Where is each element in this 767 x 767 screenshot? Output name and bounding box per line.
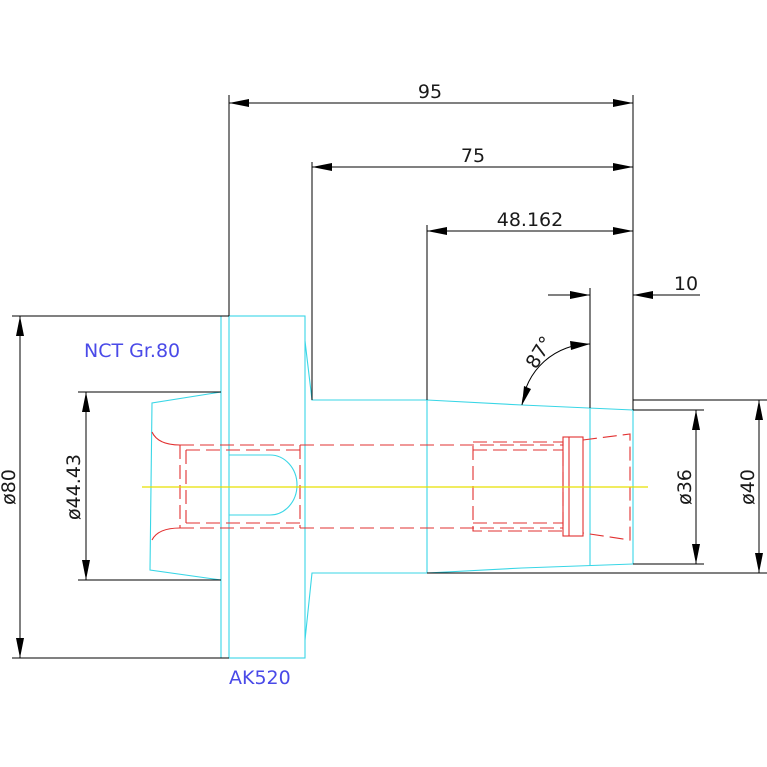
dim-text-dia-40: ø40 <box>737 469 759 505</box>
bore-left-bottom-curve <box>151 527 181 541</box>
arrow-75-left <box>312 163 332 171</box>
dim-text-dia-44: ø44.43 <box>63 454 85 520</box>
neck-upper-step <box>304 340 427 401</box>
dim-text-75: 75 <box>461 145 485 167</box>
dim-text-95: 95 <box>418 81 442 103</box>
arrow-75-right <box>613 163 633 171</box>
arrow-36-top <box>692 410 700 430</box>
arrow-80-top <box>16 316 24 336</box>
body-top-taper <box>426 399 634 411</box>
key-slot <box>229 454 298 516</box>
arrow-44-bottom <box>82 560 90 580</box>
dim-text-10: 10 <box>674 273 698 295</box>
arrow-angle-bottom <box>522 386 531 405</box>
arrow-36-bottom <box>692 544 700 564</box>
dim-text-dia-80: ø80 <box>0 469 20 505</box>
neck-lower-step <box>304 572 427 641</box>
dimension-texts: 95 75 48.162 10 87° ø80 ø44.43 ø36 ø40 <box>0 81 759 520</box>
arrow-10-right <box>633 291 653 299</box>
arrow-48-right <box>613 227 633 235</box>
arrow-10-left <box>570 291 590 299</box>
dim-text-48: 48.162 <box>497 209 563 231</box>
arrow-angle-top <box>570 341 590 350</box>
arrow-40-top <box>755 400 763 420</box>
arrow-80-bottom <box>16 638 24 658</box>
body-bottom-taper <box>426 563 634 574</box>
hidden-lines <box>151 431 631 541</box>
part-labels: NCT Gr.80 AK520 <box>84 340 291 689</box>
arrow-95-left <box>229 99 249 107</box>
bore-left-top-curve <box>151 431 181 446</box>
material-label: NCT Gr.80 <box>84 340 180 362</box>
dim-text-dia-36: ø36 <box>674 469 696 505</box>
arrow-44-top <box>82 392 90 412</box>
dimensions <box>12 95 767 659</box>
dim-text-angle: 87° <box>522 332 559 372</box>
arrow-40-bottom <box>755 553 763 573</box>
shank-outline <box>149 391 222 581</box>
part-code-label: AK520 <box>229 667 291 689</box>
arrow-95-right <box>613 99 633 107</box>
arrow-48-left <box>427 227 447 235</box>
